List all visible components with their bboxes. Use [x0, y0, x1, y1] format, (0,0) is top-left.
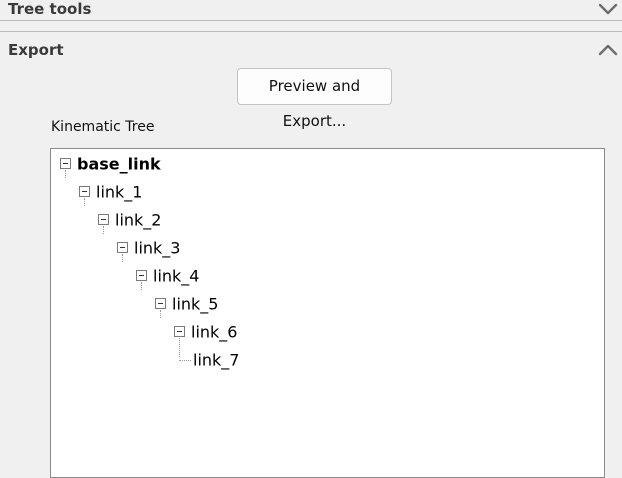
collapse-icon[interactable]	[117, 241, 128, 253]
tree-connector-vertical	[179, 338, 180, 357]
tree-connector-vertical	[103, 226, 104, 234]
preview-and-export-button[interactable]: Preview and Export...	[237, 68, 392, 130]
export-title: Export	[8, 41, 64, 59]
kinematic-tree-label: Kinematic Tree	[51, 119, 155, 135]
export-section-header[interactable]: Export	[0, 31, 622, 68]
chevron-up-icon[interactable]	[598, 42, 618, 58]
collapse-icon[interactable]	[155, 297, 166, 309]
tree-connector-horizontal	[179, 360, 191, 361]
tree-tools-section-header[interactable]: Tree tools	[0, 0, 622, 21]
collapse-icon[interactable]	[79, 185, 90, 197]
tree-node-link-5[interactable]: link_5	[155, 291, 218, 317]
collapse-icon[interactable]	[136, 269, 147, 281]
collapse-icon[interactable]	[174, 325, 185, 337]
collapse-icon[interactable]	[98, 213, 109, 225]
tree-connector-vertical	[160, 310, 161, 318]
tree-node-link-2[interactable]: link_2	[98, 207, 161, 233]
tree-node-base-link[interactable]: base_link	[60, 151, 161, 177]
kinematic-tree-view[interactable]: base_link link_1 link_2 link_3 link_4 li…	[50, 148, 605, 478]
tree-connector-vertical	[65, 170, 66, 178]
tree-connector-vertical	[84, 198, 85, 206]
tree-node-link-6[interactable]: link_6	[174, 319, 237, 345]
tree-node-link-3[interactable]: link_3	[117, 235, 180, 261]
tree-connector-vertical	[141, 282, 142, 290]
tree-node-link-4[interactable]: link_4	[136, 263, 199, 289]
chevron-down-icon[interactable]	[598, 1, 618, 17]
tree-connector-vertical	[122, 254, 123, 262]
tree-node-link-1[interactable]: link_1	[79, 179, 142, 205]
tree-node-link-7[interactable]: link_7	[193, 350, 240, 370]
tree-tools-title: Tree tools	[8, 0, 92, 18]
collapse-icon[interactable]	[60, 157, 71, 169]
